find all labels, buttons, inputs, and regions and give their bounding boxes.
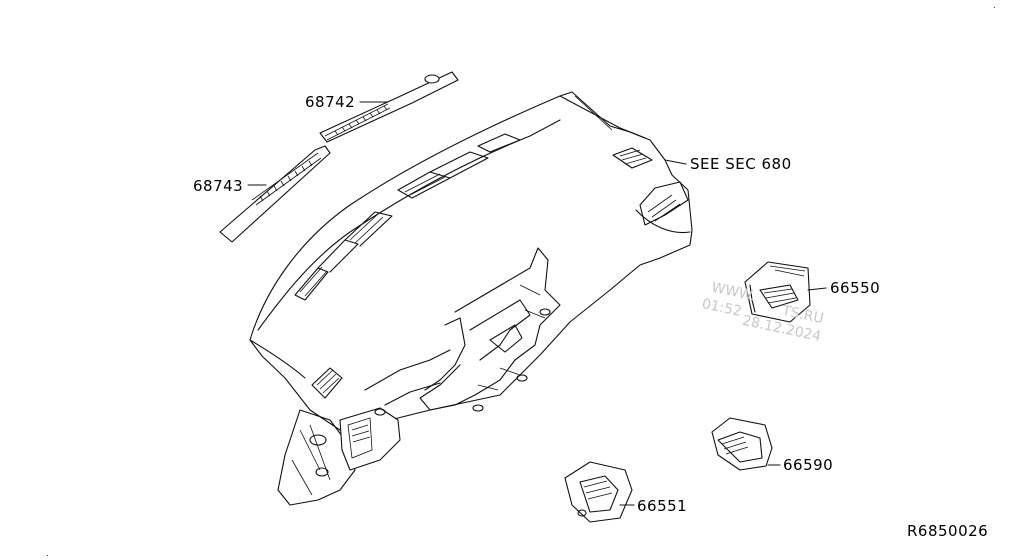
instrument-panel-body <box>249 91 693 506</box>
part-label-68742: 68742 <box>305 93 355 111</box>
corner-mark-bottom: . <box>46 549 49 558</box>
see-section-label: SEE SEC 680 <box>690 155 792 173</box>
part-label-66551: 66551 <box>637 497 687 515</box>
defroster-grille-lower <box>219 145 331 243</box>
vent-66590 <box>711 417 773 471</box>
vent-66550 <box>744 261 811 323</box>
defroster-grille-upper <box>319 71 459 143</box>
corner-mark-top: . <box>993 1 996 10</box>
vent-66551 <box>564 461 633 523</box>
reference-code: R6850026 <box>907 522 988 540</box>
part-label-68743: 68743 <box>193 177 243 195</box>
part-label-66550: 66550 <box>830 279 880 297</box>
part-label-66590: 66590 <box>783 456 833 474</box>
leader-lines <box>247 101 827 506</box>
